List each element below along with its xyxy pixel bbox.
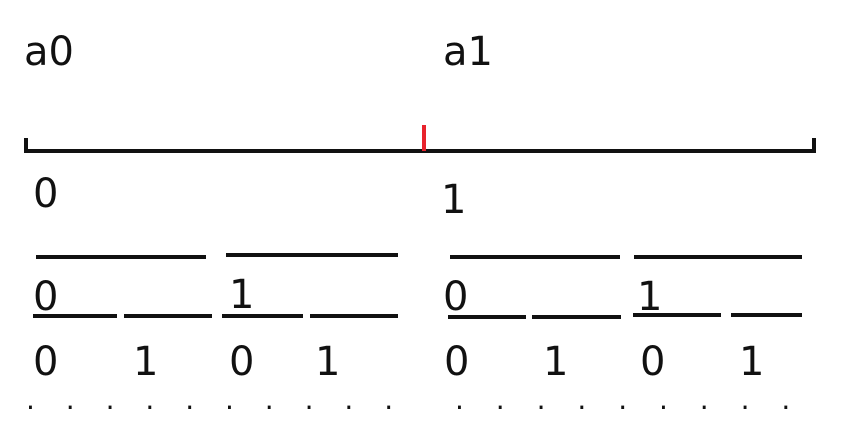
level3-segment-l1 xyxy=(124,314,212,318)
axis-left-end-tick xyxy=(24,138,28,153)
level2-label-left-b: 1 xyxy=(229,272,255,318)
level2-label-left-a: 0 xyxy=(33,274,59,320)
ellipsis-right: . . . . . . . . . xyxy=(455,383,791,416)
level3-label-l0: 0 xyxy=(33,339,59,385)
level1-label-left: 0 xyxy=(33,171,59,217)
level3-label-r3: 1 xyxy=(739,339,765,385)
level3-segment-l0 xyxy=(33,314,117,318)
level3-segment-r0 xyxy=(448,315,526,319)
level3-label-l3: 1 xyxy=(315,339,341,385)
level2-segment-right-a xyxy=(450,255,620,259)
level2-segment-left-b xyxy=(226,253,398,257)
level2-label-right-a: 0 xyxy=(443,274,469,320)
ellipsis-left: . . . . . . . . . . xyxy=(26,383,394,416)
axis-right-end-tick xyxy=(812,138,816,153)
axis-mid-divider xyxy=(422,125,426,151)
level3-label-r2: 0 xyxy=(640,339,666,385)
level3-label-l1: 1 xyxy=(133,339,159,385)
header-a1: a1 xyxy=(443,29,493,75)
level3-segment-r3 xyxy=(731,313,802,317)
level3-segment-r2 xyxy=(633,313,721,317)
level2-label-right-b: 1 xyxy=(637,274,663,320)
level3-segment-l3 xyxy=(310,314,398,318)
level3-label-l2: 0 xyxy=(229,339,255,385)
main-axis-line xyxy=(24,149,816,153)
level2-segment-left-a xyxy=(36,255,206,259)
level2-segment-right-b xyxy=(634,255,802,259)
level3-segment-r1 xyxy=(532,315,621,319)
level3-label-r1: 1 xyxy=(543,339,569,385)
level1-label-right: 1 xyxy=(441,177,467,223)
level3-segment-l2 xyxy=(222,314,303,318)
level3-label-r0: 0 xyxy=(444,339,470,385)
header-a0: a0 xyxy=(24,29,74,75)
